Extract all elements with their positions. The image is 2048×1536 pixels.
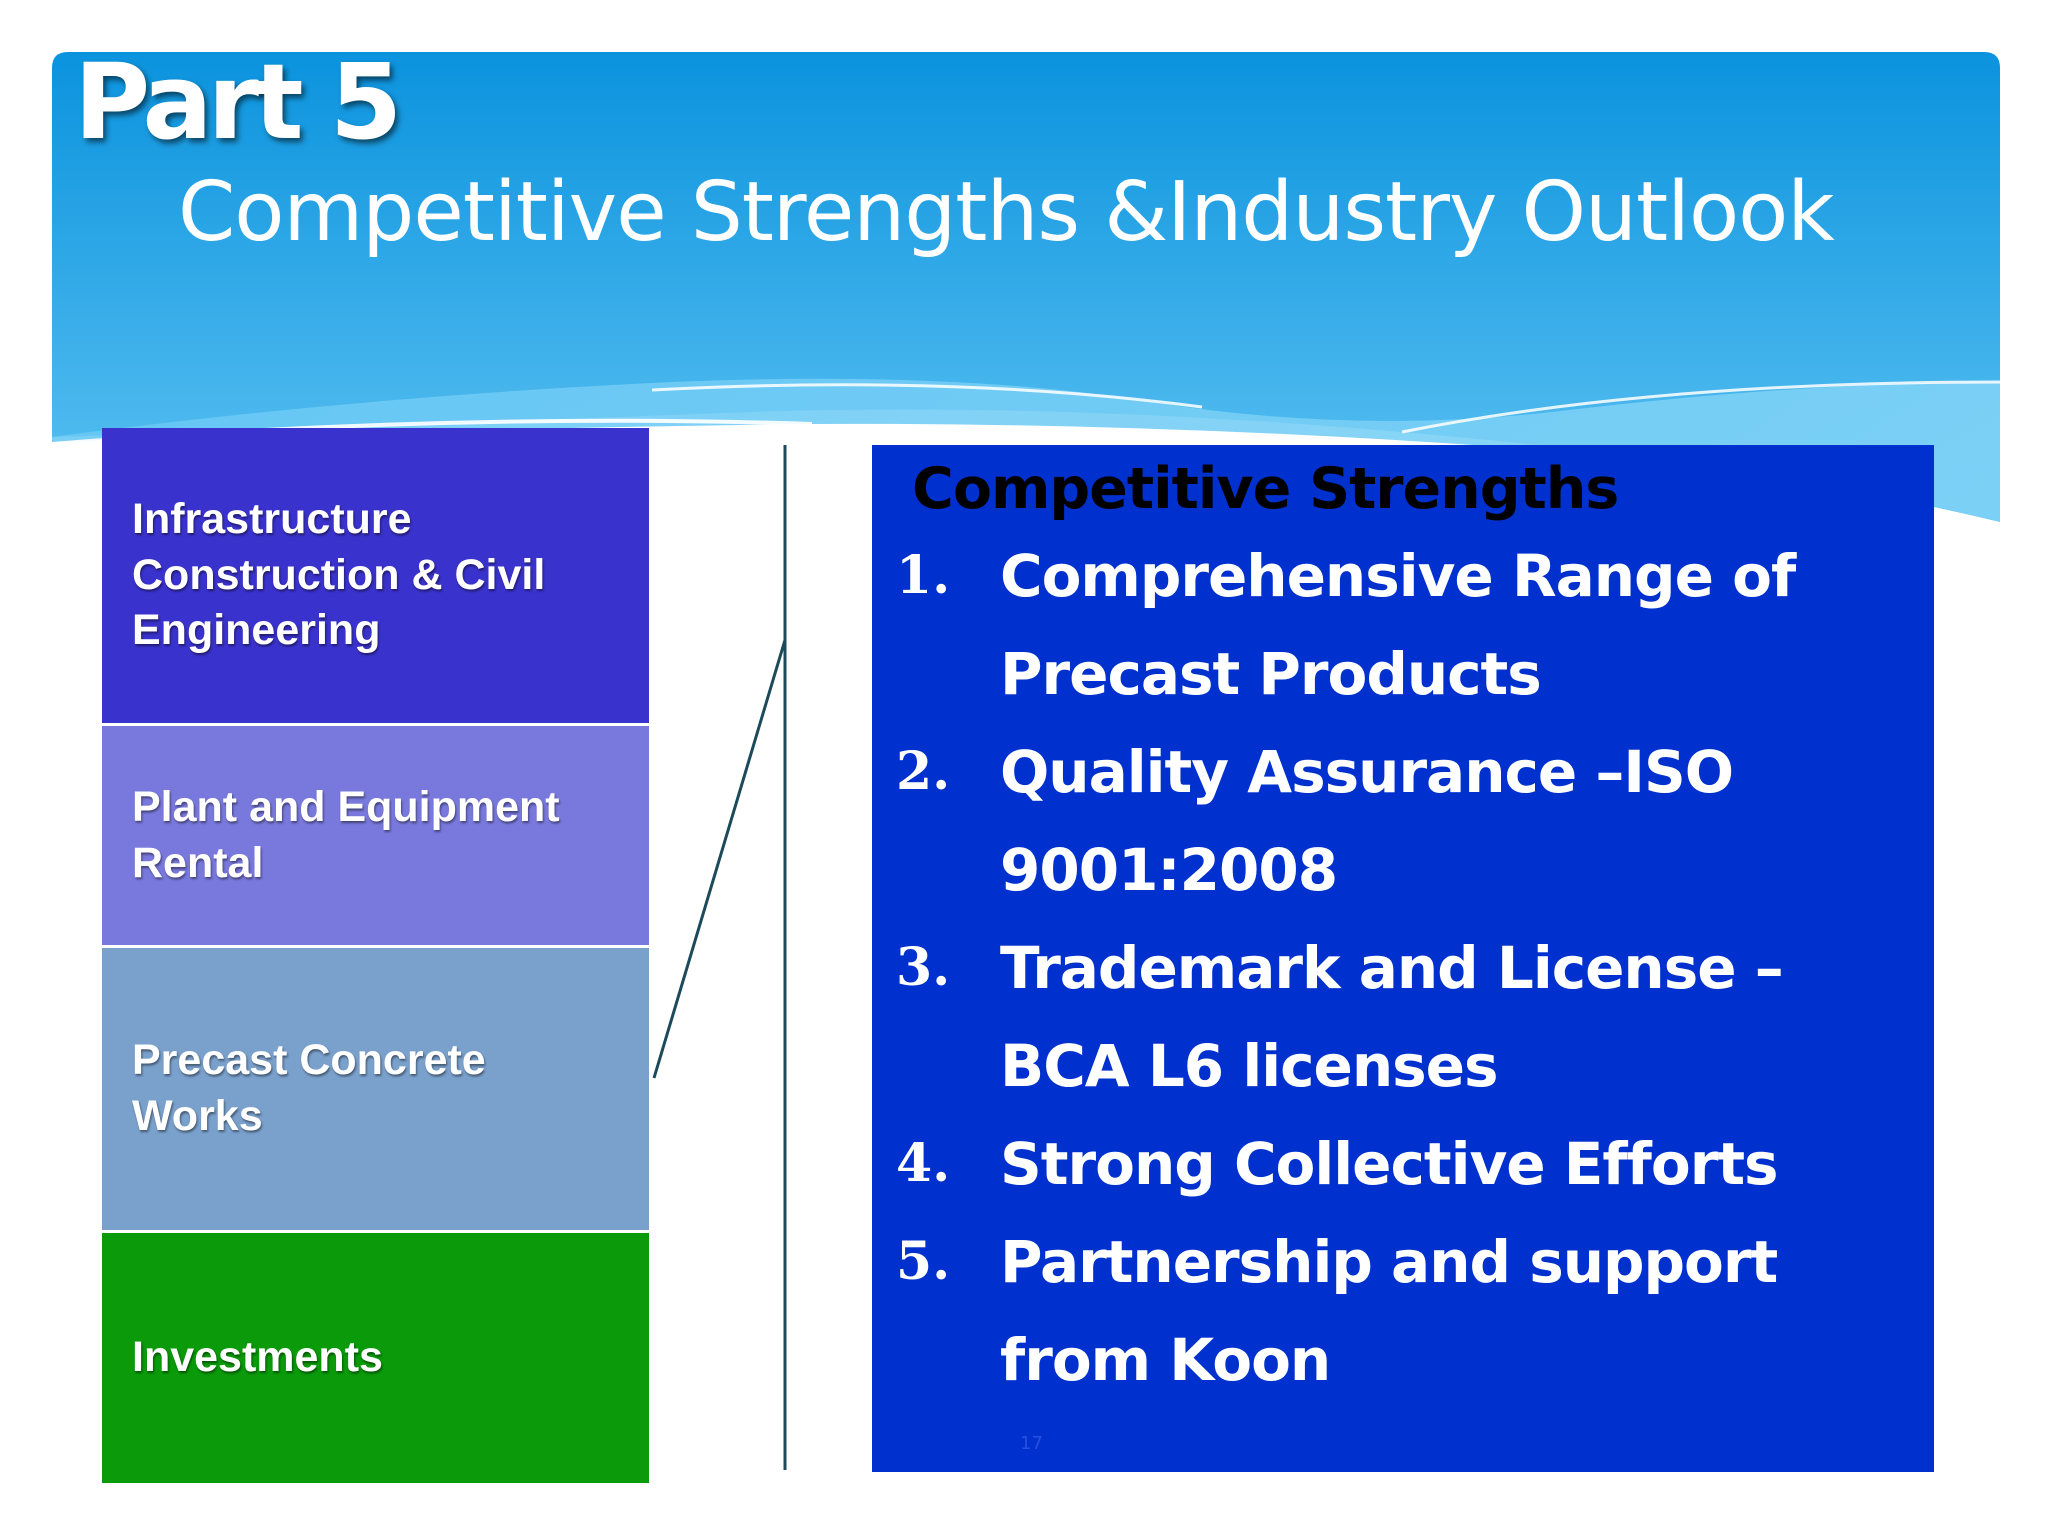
item-text: Trademark and License –BCA L6 licenses bbox=[1000, 934, 1784, 1100]
business-segments-panel: Infrastructure Construction & Civil Engi… bbox=[102, 428, 649, 1483]
segment-label: Plant and Equipment Rental bbox=[132, 782, 560, 887]
page-number: 17 bbox=[1020, 1433, 1043, 1454]
part-label: Part 5 bbox=[74, 41, 402, 163]
strength-item: 3. Trademark and License –BCA L6 license… bbox=[896, 919, 1916, 1115]
item-text: Comprehensive Range of Precast Products bbox=[1000, 542, 1796, 708]
item-number: 5. bbox=[896, 1231, 951, 1292]
strength-item: 2. Quality Assurance –ISO 9001:2008 bbox=[896, 723, 1916, 919]
strength-item: 4. Strong Collective Efforts bbox=[896, 1115, 1916, 1213]
segment-investments: Investments bbox=[102, 1233, 649, 1483]
segment-label: Precast Concrete Works bbox=[132, 1036, 486, 1140]
slide-title: Competitive Strengths &Industry Outlook bbox=[178, 165, 1835, 260]
item-text: Strong Collective Efforts bbox=[1000, 1130, 1779, 1198]
callout-line bbox=[652, 639, 787, 1079]
item-number: 2. bbox=[896, 741, 951, 802]
strength-item: 5. Partnership and support from Koon bbox=[896, 1213, 1916, 1409]
item-number: 3. bbox=[896, 937, 951, 998]
strengths-list: 1. Comprehensive Range of Precast Produc… bbox=[896, 527, 1916, 1409]
competitive-strengths-box: Competitive Strengths 1. Comprehensive R… bbox=[872, 445, 1934, 1472]
item-number: 4. bbox=[896, 1133, 951, 1194]
segment-label: Investments bbox=[132, 1333, 383, 1382]
item-number: 1. bbox=[896, 545, 951, 606]
item-text: Partnership and support from Koon bbox=[1000, 1228, 1778, 1394]
strengths-heading: Competitive Strengths bbox=[912, 456, 1619, 522]
segment-plant-rental: Plant and Equipment Rental bbox=[102, 726, 649, 948]
segment-infrastructure: Infrastructure Construction & Civil Engi… bbox=[102, 428, 649, 726]
item-text: Quality Assurance –ISO 9001:2008 bbox=[1000, 738, 1734, 904]
segment-precast-concrete: Precast Concrete Works bbox=[102, 948, 649, 1233]
strength-item: 1. Comprehensive Range of Precast Produc… bbox=[896, 527, 1916, 723]
segment-label: Infrastructure Construction & Civil Engi… bbox=[132, 494, 546, 655]
